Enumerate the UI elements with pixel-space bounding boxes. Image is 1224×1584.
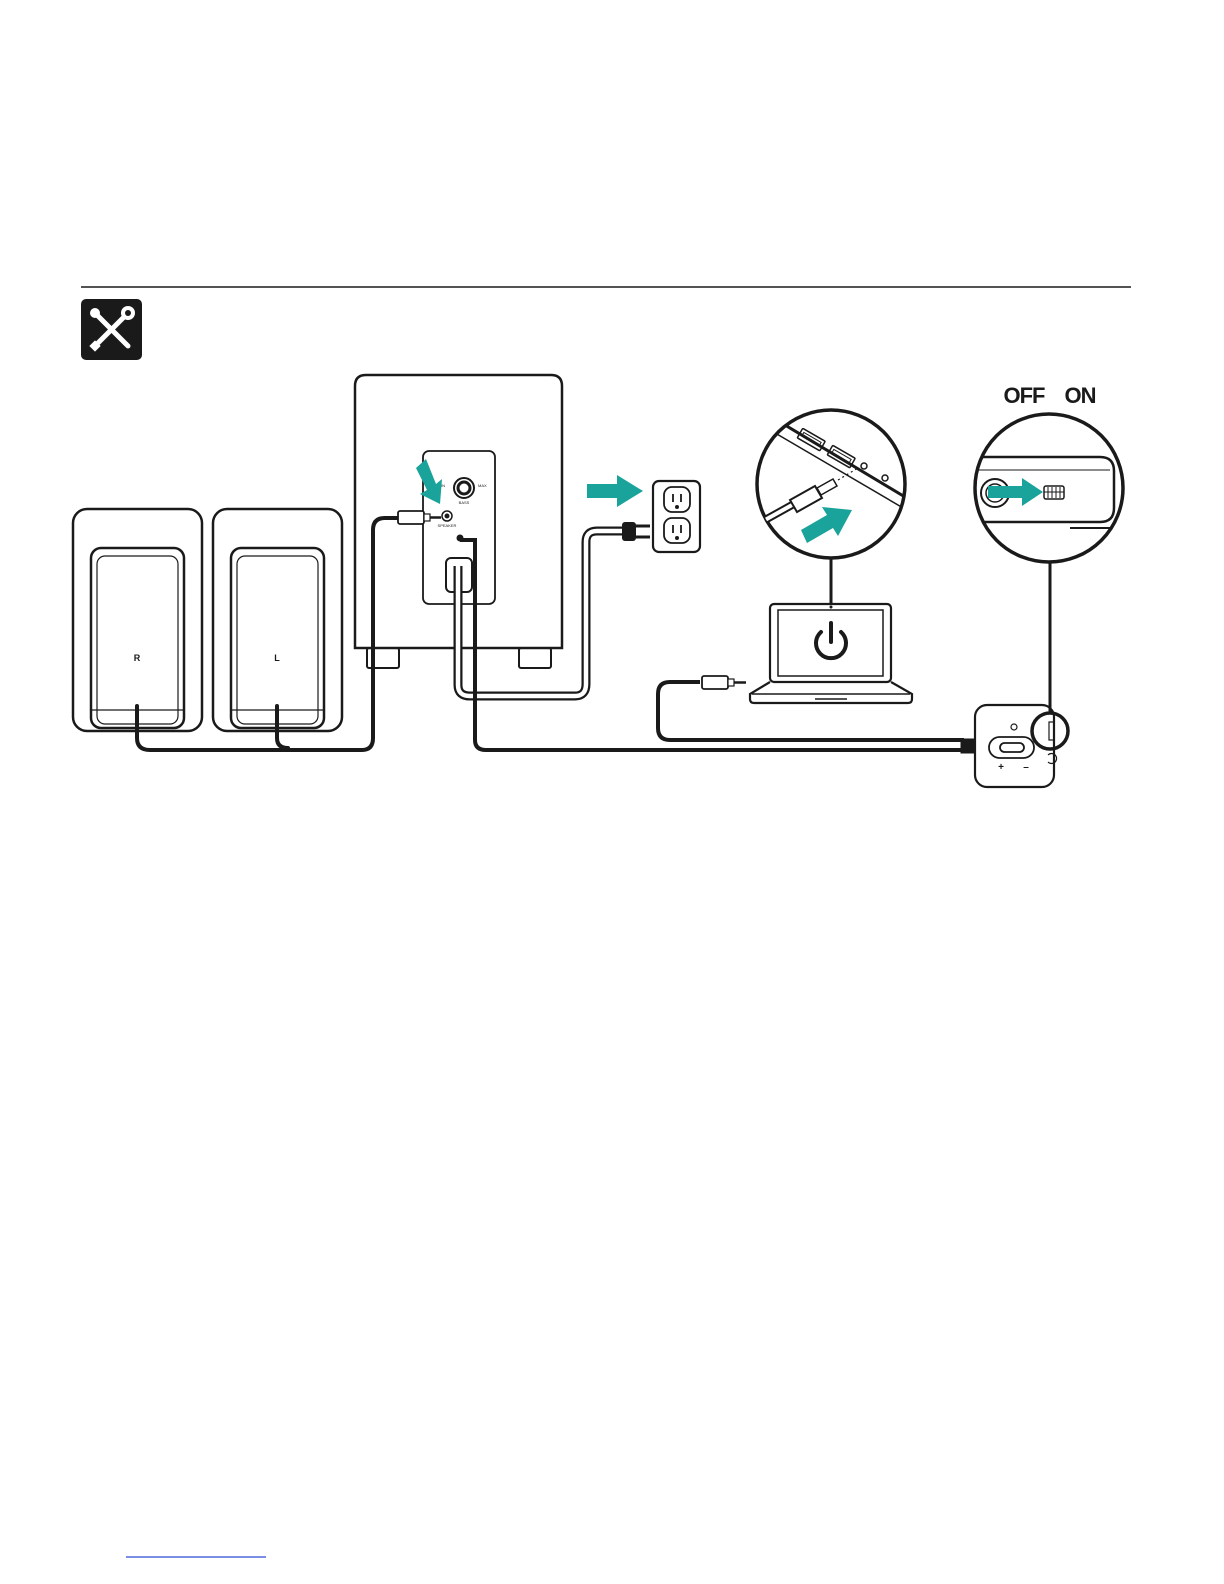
- power-switch-highlight: [1032, 713, 1068, 749]
- speaker-right: [73, 509, 202, 731]
- control-pod: [961, 705, 1068, 787]
- power-cable: [458, 531, 626, 696]
- tools-icon: [81, 299, 142, 360]
- arrow-right-icon: [416, 459, 442, 504]
- on-label: ON: [1065, 383, 1096, 408]
- speaker-left: [213, 509, 342, 731]
- wall-outlet: [653, 481, 700, 552]
- panel-label-speaker: SPEAKER: [438, 523, 457, 528]
- laptop: [750, 604, 912, 703]
- speaker-cable: [137, 518, 402, 750]
- control-pod-cable: [460, 540, 964, 750]
- off-label: OFF: [1004, 383, 1046, 408]
- speaker-plug: [398, 511, 441, 524]
- arrow-right-icon: [587, 475, 643, 507]
- panel-label-max: MAX: [478, 483, 487, 488]
- panel-label-bass: BASS: [459, 500, 470, 505]
- audio-input-cable: [658, 682, 964, 740]
- control-pod-minus: –: [1023, 762, 1029, 773]
- power-plug: [622, 522, 650, 541]
- speaker-right-label: R: [134, 653, 141, 663]
- audio-input-plug: [702, 676, 746, 689]
- control-pod-plus: +: [998, 762, 1004, 773]
- laptop-port-callout: [757, 410, 910, 558]
- power-icon: [816, 623, 846, 658]
- switch-callout: [960, 414, 1123, 562]
- speaker-left-label: L: [274, 653, 280, 663]
